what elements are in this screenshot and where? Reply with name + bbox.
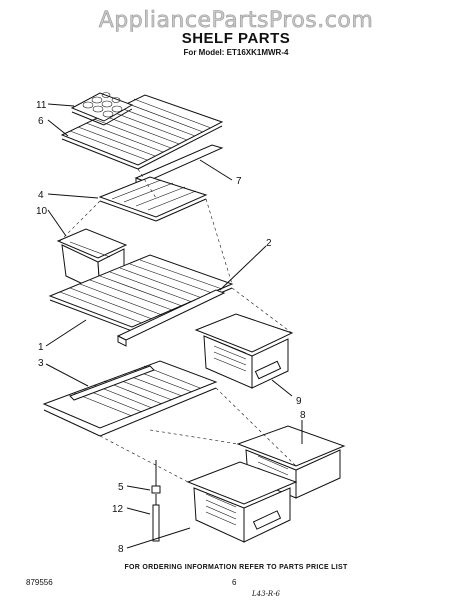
small-shelf-panel <box>98 176 208 222</box>
callout-8-lower: 8 <box>118 544 124 555</box>
callout-3: 3 <box>38 358 44 369</box>
support-post <box>152 494 160 542</box>
shelf-support-clip <box>151 460 161 494</box>
callout-7: 7 <box>236 176 242 187</box>
model-subtitle: For Model: ET16XK1MWR-4 <box>183 48 289 57</box>
crisper-drawer-left <box>186 461 298 543</box>
alignment-lines <box>59 168 297 483</box>
diagram-title: SHELF PARTS <box>181 30 291 47</box>
page-number: 6 <box>232 578 237 587</box>
callout-10: 10 <box>36 206 48 217</box>
shelf-front-trim <box>116 289 226 347</box>
document-number: 879556 <box>26 578 53 587</box>
callout-leaders <box>45 103 303 549</box>
callout-6: 6 <box>38 116 44 127</box>
crisper-cover-shelf <box>42 360 218 437</box>
callout-11: 11 <box>36 100 47 111</box>
crisper-drawer-small <box>194 313 294 389</box>
callout-4: 4 <box>38 190 44 201</box>
callout-8-upper: 8 <box>300 410 306 421</box>
callout-9: 9 <box>296 396 302 407</box>
callout-1: 1 <box>38 342 44 353</box>
ordering-note: FOR ORDERING INFORMATION REFER TO PARTS … <box>124 564 348 571</box>
callout-12: 12 <box>112 504 124 515</box>
callout-2: 2 <box>266 238 272 249</box>
callout-5: 5 <box>118 482 124 493</box>
site-watermark: AppliancePartsPros.com <box>98 8 374 34</box>
callout-labels: 11 6 7 4 10 2 1 3 9 8 5 12 8 <box>36 100 306 555</box>
egg-tray <box>70 92 134 126</box>
handwritten-note: L43-R-6 <box>252 590 281 598</box>
